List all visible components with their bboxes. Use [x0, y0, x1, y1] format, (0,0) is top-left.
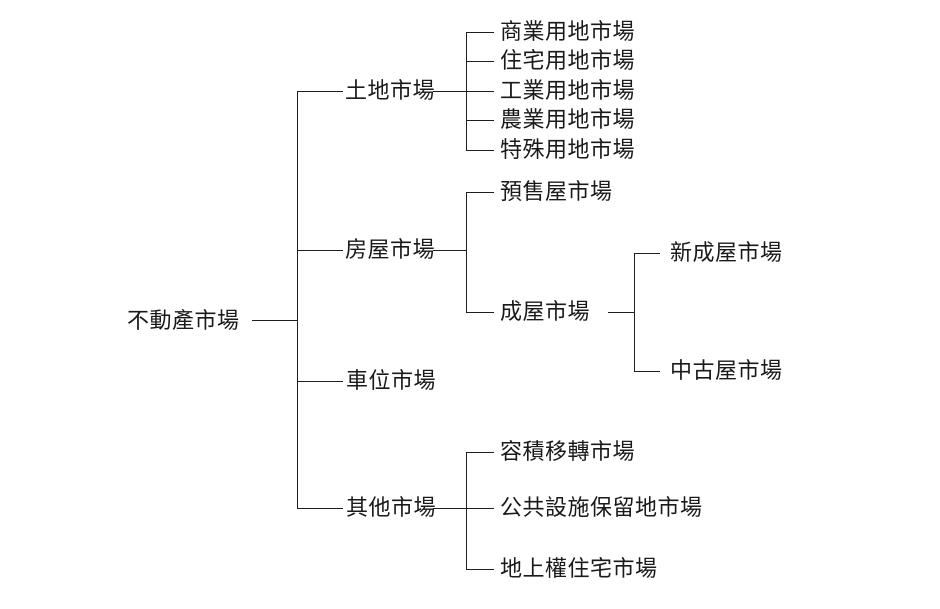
tick-line: [634, 253, 660, 254]
land-branch-line: [297, 91, 343, 92]
root-connector-line: [252, 320, 298, 321]
parking-branch-line: [297, 381, 343, 382]
node-superficies-housing-market: 地上權住宅市場: [500, 556, 658, 581]
tick-line: [466, 91, 494, 92]
node-special-land-market: 特殊用地市場: [500, 137, 636, 162]
tick-line: [466, 192, 494, 193]
node-residential-land-market: 住宅用地市場: [500, 48, 636, 73]
tick-line: [466, 569, 494, 570]
node-floor-area-transfer-market: 容積移轉市場: [500, 439, 636, 464]
house-branch-line: [297, 250, 343, 251]
node-completed-housing-market: 成屋市場: [500, 299, 591, 324]
node-new-completed-housing-market: 新成屋市場: [670, 240, 783, 265]
tick-line: [466, 452, 494, 453]
node-public-facility-reserved-land-market: 公共設施保留地市場: [500, 495, 703, 520]
node-presale-housing-market: 預售屋市場: [500, 179, 613, 204]
node-housing-market: 房屋市場: [345, 237, 436, 262]
tick-line: [466, 312, 494, 313]
main-spine-line: [297, 91, 298, 509]
other-branch-line: [297, 508, 343, 509]
node-parking-space-market: 車位市場: [346, 368, 437, 393]
node-real-estate-market: 不動產市場: [127, 308, 240, 333]
completed-housing-connector-line: [608, 312, 635, 313]
tick-line: [466, 32, 494, 33]
node-commercial-land-market: 商業用地市場: [500, 19, 636, 44]
other-children-spine-line: [466, 452, 467, 570]
tick-line: [634, 371, 660, 372]
node-agricultural-land-market: 農業用地市場: [500, 107, 636, 132]
node-industrial-land-market: 工業用地市場: [500, 78, 636, 103]
tick-line: [466, 508, 494, 509]
node-other-market: 其他市場: [346, 495, 437, 520]
other-children-connector-line: [433, 508, 466, 509]
node-secondhand-housing-market: 中古屋市場: [670, 358, 783, 383]
tick-line: [466, 61, 494, 62]
node-land-market: 土地市場: [345, 78, 436, 103]
land-children-connector-line: [433, 91, 466, 92]
tick-line: [466, 120, 494, 121]
house-children-connector-line: [433, 250, 467, 251]
completed-housing-spine-line: [634, 253, 635, 372]
tick-line: [466, 150, 494, 151]
house-children-spine-line: [466, 192, 467, 313]
